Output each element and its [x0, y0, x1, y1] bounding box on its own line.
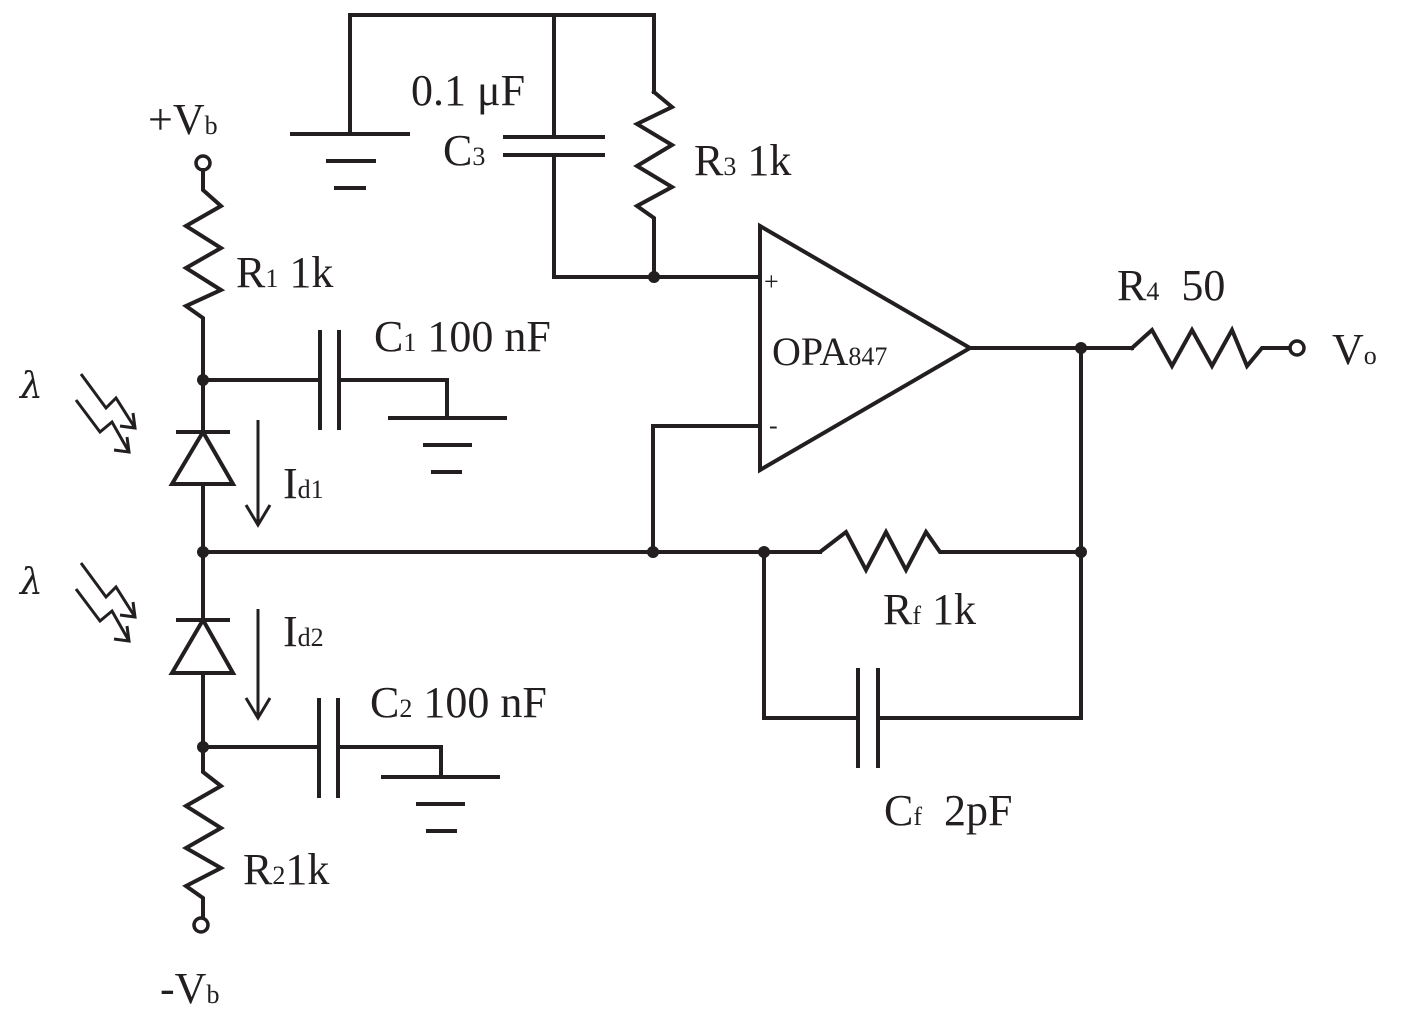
- wire-c3-bottom: [552, 153, 762, 279]
- resistor-r4: [1129, 325, 1292, 371]
- label-vo: Vo: [1332, 325, 1377, 374]
- terminal-minus-vb: [192, 916, 210, 934]
- resistor-rf: [813, 527, 1083, 575]
- wire-c2-ground: [336, 745, 443, 779]
- light-arrows-icon: [74, 373, 137, 454]
- wire-cf-right: [876, 346, 1083, 720]
- label-opamp: OPA847: [772, 329, 887, 374]
- label-plus-vb: +Vb: [148, 95, 218, 144]
- current-arrow-id2: [244, 609, 272, 721]
- label-c2: C2 100 nF: [370, 678, 547, 727]
- wire-top-loop: [348, 13, 656, 136]
- resistor-r2: [181, 745, 226, 920]
- label-r1: R1 1k: [236, 248, 333, 297]
- current-arrow-id1: [244, 420, 272, 528]
- label-plus-input: +: [764, 267, 779, 296]
- wire-inverting-input: [651, 424, 762, 554]
- capacitor-c2: [317, 698, 340, 798]
- wire-cf-left: [762, 550, 860, 720]
- label-id1: Id1: [283, 459, 324, 508]
- opamp-opa847: [758, 222, 1134, 474]
- capacitor-c1: [318, 330, 341, 430]
- label-minus-input: -: [769, 411, 778, 440]
- output-stage: [1129, 325, 1306, 371]
- label-minus-vb: -Vb: [160, 964, 219, 1013]
- capacitor-c3: [503, 135, 605, 157]
- label-rf: Rf 1k: [883, 585, 976, 634]
- junction-dot: [647, 546, 659, 558]
- terminal-vo: [1288, 339, 1306, 357]
- junction-dot: [648, 271, 660, 283]
- label-c3-value: 0.1 μF: [411, 66, 525, 115]
- photodiode-d2: [168, 615, 237, 675]
- label-r2: R21k: [243, 845, 329, 894]
- label-r4: R4 50: [1117, 261, 1225, 310]
- ground-icon: [388, 416, 507, 474]
- label-r3: R3 1k: [694, 136, 791, 185]
- photodiode-d1: [168, 428, 237, 486]
- terminal-plus-vb: [194, 154, 212, 172]
- wire-c1-ground: [337, 378, 449, 420]
- label-id2: Id2: [283, 607, 324, 656]
- feedback-network: [201, 346, 1087, 768]
- ground-icon: [381, 775, 500, 833]
- resistor-r3: [632, 89, 677, 279]
- lambda-icon: λ: [18, 562, 43, 603]
- ground-icon: [290, 132, 410, 190]
- label-cf: Cf 2pF: [884, 786, 1013, 835]
- capacitor-cf: [856, 668, 880, 768]
- label-c1: C1 100 nF: [374, 312, 551, 361]
- label-c3: C3: [443, 126, 485, 175]
- lambda-icon: λ: [18, 366, 43, 407]
- photodiode-branch: [74, 154, 507, 934]
- light-arrows-icon: [74, 562, 137, 643]
- resistor-r1: [182, 168, 226, 382]
- junction-dot: [1075, 342, 1087, 354]
- bias-network: [290, 13, 762, 283]
